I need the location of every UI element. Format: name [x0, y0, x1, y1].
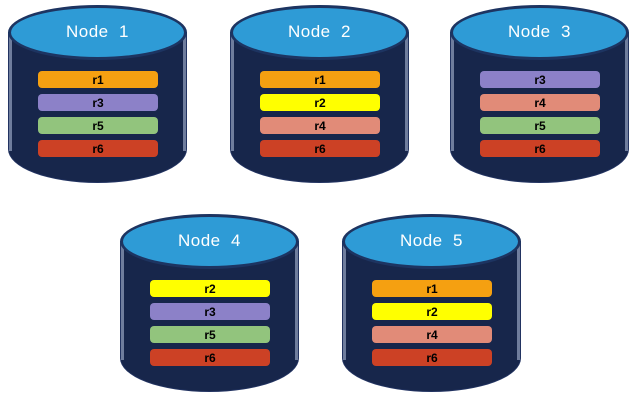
- node-label: Node 2: [287, 22, 352, 41]
- cylinder-top-ellipse: Node 2: [230, 5, 409, 60]
- replica-list: r1 r3 r5 r6: [38, 71, 158, 157]
- replica-bar[interactable]: r1: [38, 71, 158, 88]
- replica-bar[interactable]: r4: [372, 326, 492, 343]
- replica-list: r1 r2 r4 r6: [372, 280, 492, 366]
- replica-bar[interactable]: r6: [38, 140, 158, 157]
- replica-list: r1 r2 r4 r6: [260, 71, 380, 157]
- node-label: Node 5: [399, 231, 464, 250]
- cylinder-top-ellipse: Node 1: [8, 5, 187, 60]
- replica-list: r3 r4 r5 r6: [480, 71, 600, 157]
- replica-bar[interactable]: r3: [38, 94, 158, 111]
- replica-bar[interactable]: r6: [150, 349, 270, 366]
- replica-bar[interactable]: r3: [150, 303, 270, 320]
- replica-bar[interactable]: r1: [260, 71, 380, 88]
- database-node-3[interactable]: Node 3 r3 r4 r5 r6: [450, 5, 629, 183]
- replica-bar[interactable]: r5: [480, 117, 600, 134]
- node-label: Node 1: [65, 22, 130, 41]
- replica-list: r2 r3 r5 r6: [150, 280, 270, 366]
- replica-bar[interactable]: r2: [372, 303, 492, 320]
- replica-bar[interactable]: r6: [372, 349, 492, 366]
- replica-bar[interactable]: r2: [150, 280, 270, 297]
- node-label: Node 4: [177, 231, 242, 250]
- replica-bar[interactable]: r3: [480, 71, 600, 88]
- replica-bar[interactable]: r4: [480, 94, 600, 111]
- replica-bar[interactable]: r2: [260, 94, 380, 111]
- replica-bar[interactable]: r5: [150, 326, 270, 343]
- replica-bar[interactable]: r6: [480, 140, 600, 157]
- replica-bar[interactable]: r1: [372, 280, 492, 297]
- cylinder-top-ellipse: Node 3: [450, 5, 629, 60]
- node-label: Node 3: [507, 22, 572, 41]
- database-node-2[interactable]: Node 2 r1 r2 r4 r6: [230, 5, 409, 183]
- database-node-4[interactable]: Node 4 r2 r3 r5 r6: [120, 214, 299, 392]
- cylinder-top-ellipse: Node 4: [120, 214, 299, 269]
- replica-bar[interactable]: r6: [260, 140, 380, 157]
- replica-bar[interactable]: r4: [260, 117, 380, 134]
- database-node-5[interactable]: Node 5 r1 r2 r4 r6: [342, 214, 521, 392]
- cylinder-top-ellipse: Node 5: [342, 214, 521, 269]
- database-node-1[interactable]: Node 1 r1 r3 r5 r6: [8, 5, 187, 183]
- replica-bar[interactable]: r5: [38, 117, 158, 134]
